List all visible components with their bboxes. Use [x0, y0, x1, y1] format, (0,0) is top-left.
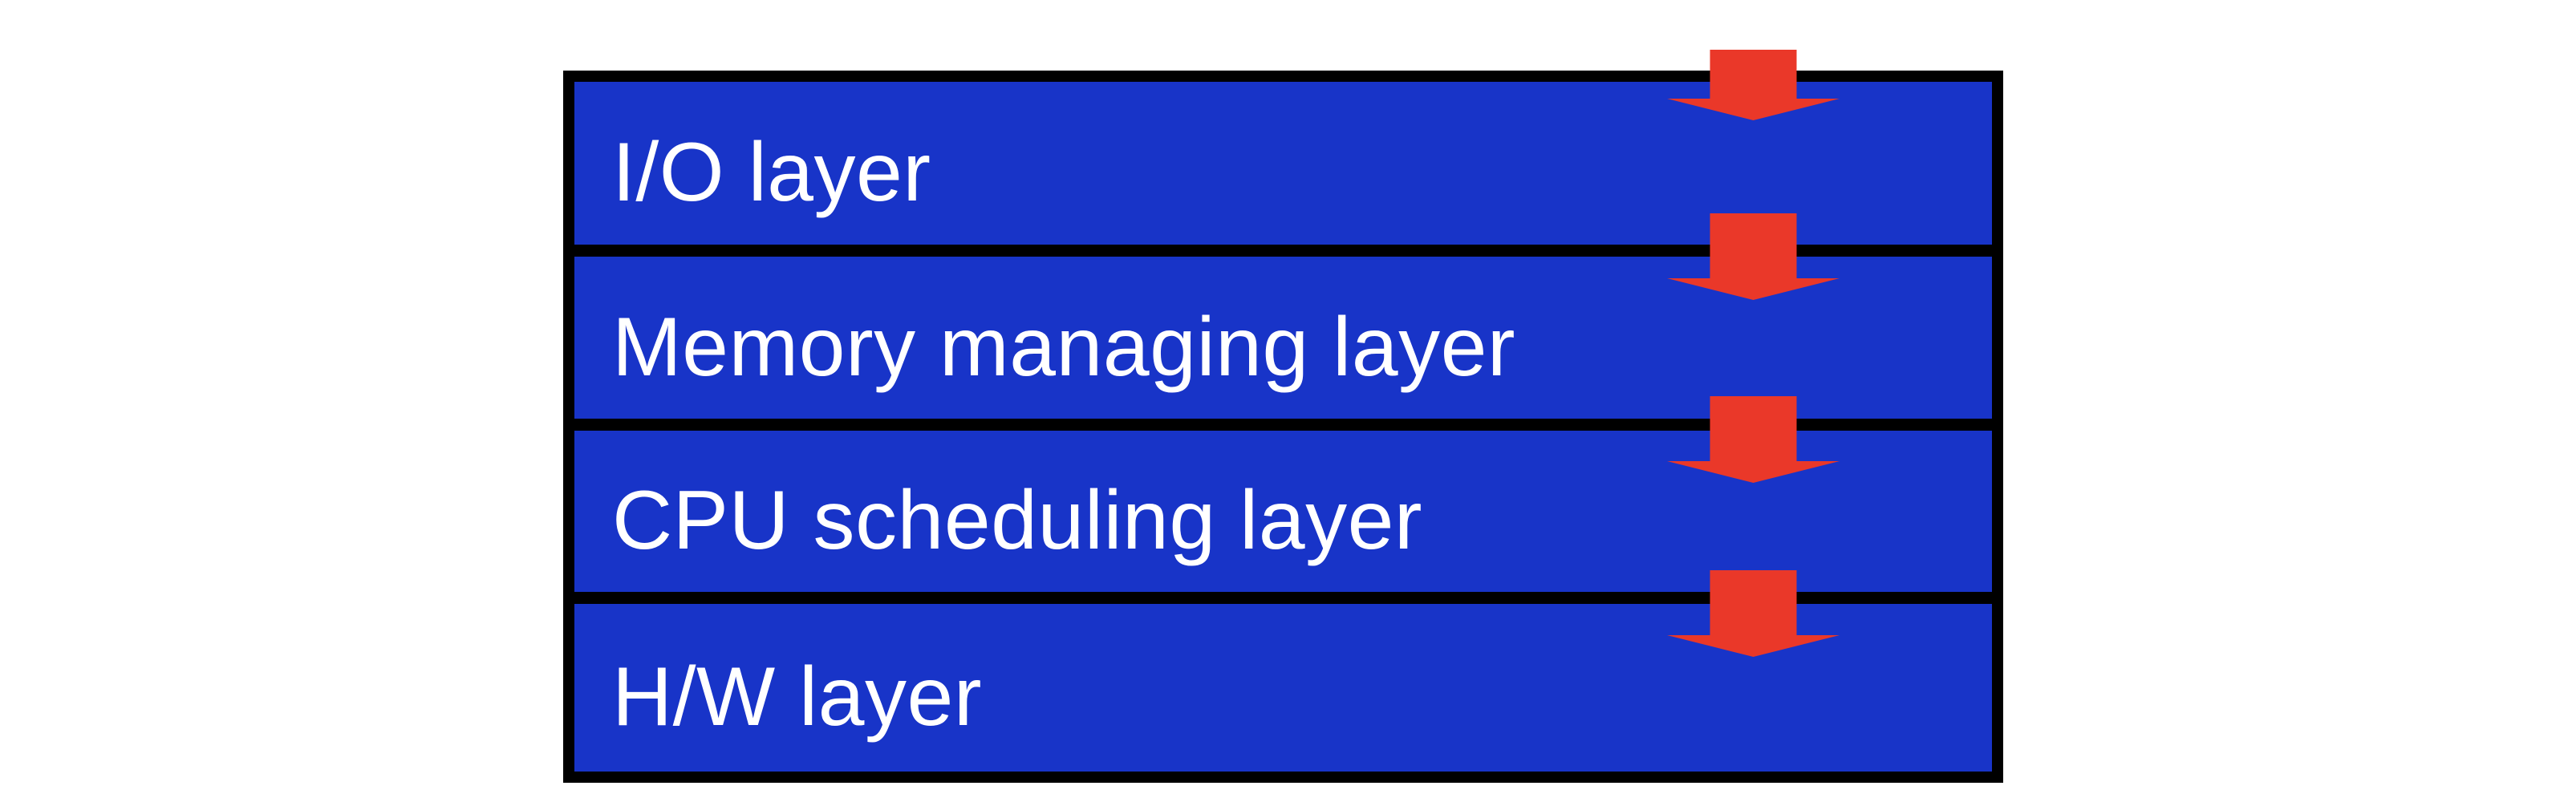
layer-label-io: I/O layer — [612, 126, 931, 220]
layer-box-cpu: CPU scheduling layer — [574, 419, 1992, 592]
layer-label-cpu: CPU scheduling layer — [612, 474, 1423, 568]
layer-label-hw: H/W layer — [612, 650, 982, 744]
layer-label-memory: Memory managing layer — [612, 300, 1516, 394]
down-arrow-icon — [1667, 213, 1840, 300]
layer-box-memory: Memory managing layer — [574, 245, 1992, 419]
down-arrow-icon — [1667, 396, 1840, 483]
down-arrow-icon — [1667, 570, 1840, 657]
down-arrow-icon — [1667, 50, 1840, 120]
